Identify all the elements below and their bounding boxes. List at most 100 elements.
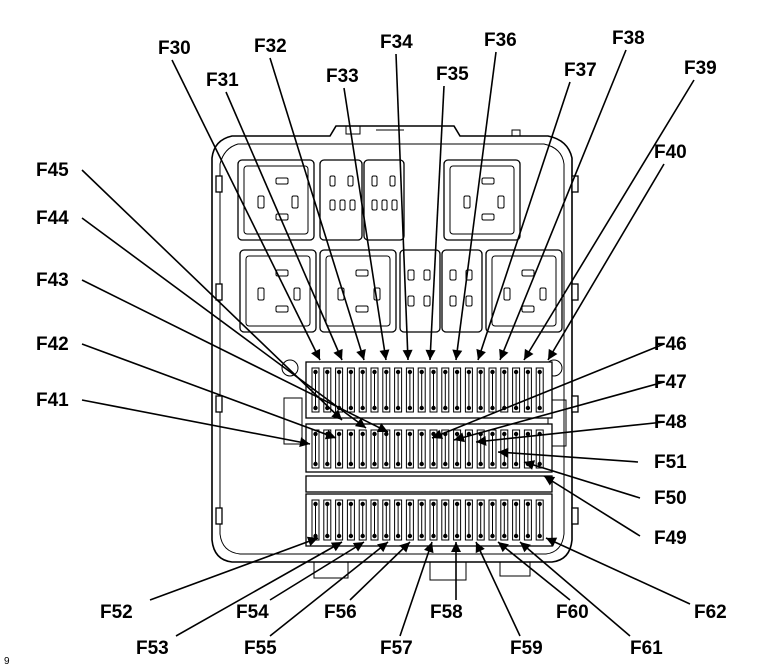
fuse [476,429,485,469]
relay-pin [521,269,535,277]
relay-pin [275,177,289,185]
fuse-divider-bar [305,475,553,493]
relay-pin [521,305,535,313]
relay-pin [291,195,299,209]
leader [451,542,461,600]
label-f36: F36 [484,30,517,51]
fuse [405,499,414,541]
fuse-row-3 [311,499,544,541]
fuse [394,499,403,541]
fuse [358,367,367,413]
relay-pin [381,199,388,211]
fuse [500,499,509,541]
leader [225,91,343,361]
fuse [394,429,403,469]
leader [475,421,665,446]
fuse [394,367,403,413]
label-f46: F46 [654,334,687,355]
label-f57: F57 [380,638,413,659]
relay-pin [423,295,431,307]
label-f39: F39 [684,58,717,79]
leader [497,541,571,601]
relay-pin [391,199,398,211]
leader [452,51,497,361]
relay-row-middle [239,249,563,333]
fuse [429,499,438,541]
label-f32: F32 [254,36,287,57]
fuse [453,499,462,541]
relay-pin [407,295,415,307]
leader [545,537,691,605]
leader [547,163,665,361]
relay-pin [355,269,369,277]
fuse [370,499,379,541]
label-f52: F52 [100,602,133,623]
fuse [346,499,355,541]
fuse [358,499,367,541]
callout-labels: F30 F31 F32 F33 F34 F35 F36 F37 F38 F39 … [4,28,727,667]
leader [269,541,365,601]
label-f50: F50 [654,488,687,509]
label-f56: F56 [324,602,357,623]
leader [81,343,337,440]
label-f35: F35 [436,64,469,85]
relay-pin [355,305,369,313]
fuse [417,499,426,541]
relay-pin [389,175,396,187]
relay-pin [275,269,289,277]
relay-pin [371,199,378,211]
relay-pin [539,287,547,301]
fuse [335,429,344,469]
label-f54: F54 [236,602,269,623]
leader [171,59,321,361]
fuse [441,429,450,469]
leader [431,343,665,439]
fuse [346,367,355,413]
leader [499,49,627,361]
fuse-row-1 [311,367,544,413]
relay-pin [497,195,505,209]
label-f49: F49 [654,528,687,549]
fuse [405,367,414,413]
label-f40: F40 [654,142,687,163]
leader [149,536,319,601]
relay-pin [329,199,336,211]
fuse [429,367,438,413]
leader [453,381,665,443]
label-f43: F43 [36,270,69,291]
fuse [488,367,497,413]
relay-pin [465,295,473,307]
fuse [417,429,426,469]
leader [497,447,639,463]
relay-pin [481,177,495,185]
callout-leaders [81,49,695,637]
label-f45: F45 [36,160,69,181]
fuse [405,429,414,469]
label-f47: F47 [654,372,687,393]
leader [425,85,445,361]
fuse [323,499,332,541]
label-f53: F53 [136,638,169,659]
leader [81,279,389,433]
leader [269,57,366,361]
corner-mark: 9 [4,656,10,667]
label-f62: F62 [694,602,727,623]
fuse [429,429,438,469]
leader [349,541,411,601]
fuse [370,367,379,413]
leader [523,79,695,361]
label-f41: F41 [36,390,69,411]
fuse [535,499,544,541]
label-f44: F44 [36,208,69,229]
label-f30: F30 [158,38,191,59]
leader [343,87,390,361]
fuse [382,499,391,541]
fuse [370,429,379,469]
relay-pin [275,305,289,313]
leader [543,475,641,537]
leader [81,399,311,448]
leader [519,541,631,637]
relay-pin [349,199,356,211]
fuse [476,367,485,413]
label-f58: F58 [430,602,463,623]
